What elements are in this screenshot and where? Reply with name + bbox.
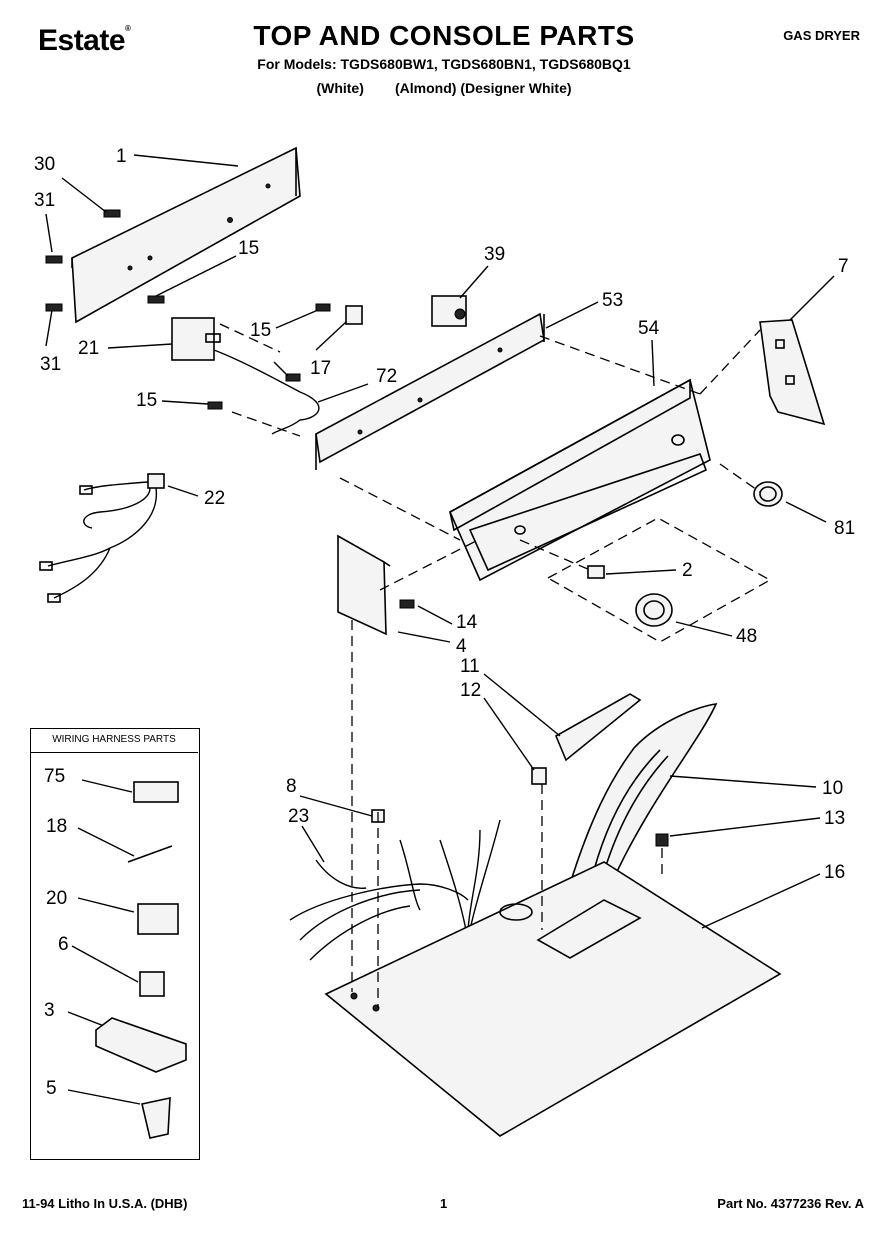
page-number: 1 [440, 1196, 448, 1211]
callout-30: 30 [34, 154, 55, 175]
callout-48: 48 [736, 626, 757, 647]
legend-callout-18: 18 [46, 816, 67, 837]
callout-4: 4 [456, 636, 467, 657]
legend-callout-5: 5 [46, 1078, 57, 1099]
part-lint-screen [568, 703, 718, 885]
callout-72: 72 [376, 366, 397, 387]
part-timer [171, 317, 320, 435]
part-frame [554, 693, 642, 762]
legend-callout-6: 6 [58, 934, 69, 955]
callout-7: 7 [838, 256, 849, 277]
product-type: GAS DRYER [783, 28, 860, 43]
callout-31-lower: 31 [40, 354, 61, 375]
wiring-harness-legend [30, 728, 200, 1160]
callout-31-upper: 31 [34, 190, 55, 211]
part-number: Part No. 4377236 Rev. A [717, 1196, 864, 1211]
part-screws-15 [207, 303, 331, 410]
part-end-cap [759, 319, 826, 426]
callout-11: 11 [460, 656, 480, 677]
part-console-bracket [315, 312, 545, 470]
assembly-guide-lines [219, 323, 761, 1008]
callout-numbers: 1 30 31 31 15 15 15 21 17 72 39 53 7 54 … [34, 146, 855, 1099]
callout-15-b: 15 [250, 320, 271, 341]
callout-17: 17 [310, 358, 331, 379]
callout-14: 14 [456, 612, 478, 633]
legend-callout-20: 20 [46, 888, 67, 909]
callout-2: 2 [682, 560, 693, 581]
brand-name: Estate [38, 24, 126, 57]
print-info: 11-94 Litho In U.S.A. (DHB) [22, 1196, 188, 1211]
legend-part-drawings [95, 781, 187, 1139]
callout-53: 53 [602, 290, 623, 311]
part-clip [345, 305, 363, 325]
callout-15-c: 15 [136, 390, 157, 411]
callout-39: 39 [484, 244, 505, 265]
callout-10: 10 [822, 778, 843, 799]
registered-mark: ® [125, 24, 131, 33]
model-list: For Models: TGDS680BW1, TGDS680BN1, TGDS… [257, 56, 631, 72]
part-dial [546, 517, 772, 643]
part-12 [531, 767, 547, 785]
part-wiring-harness [39, 473, 165, 603]
legend-callout-3: 3 [44, 1000, 55, 1021]
part-screw-13 [655, 833, 669, 847]
callout-leaders [45, 154, 835, 1105]
part-knob [753, 481, 783, 507]
part-switch [431, 295, 467, 327]
page-title: TOP AND CONSOLE PARTS [253, 20, 635, 51]
legend-title: WIRING HARNESS PARTS [30, 728, 198, 753]
color-variants: (White) (Almond) (Designer White) [316, 80, 572, 96]
callout-16: 16 [824, 862, 845, 883]
legend-callout-75: 75 [44, 766, 65, 787]
callout-13: 13 [824, 808, 845, 829]
callout-12: 12 [460, 680, 481, 701]
callout-1: 1 [116, 146, 127, 167]
callout-21: 21 [78, 338, 99, 359]
part-screws-30-31 [45, 209, 165, 312]
callout-15-a: 15 [238, 238, 259, 259]
part-rear-bracket [71, 146, 301, 324]
part-top-panel [324, 861, 782, 1137]
callout-8: 8 [286, 776, 297, 797]
callout-22: 22 [204, 488, 225, 509]
part-console [448, 378, 711, 582]
part-screw-14 [399, 599, 415, 609]
callout-81: 81 [834, 518, 855, 539]
part-side-panel [337, 534, 391, 636]
brand-logo: Estate® [38, 24, 131, 58]
callout-23: 23 [288, 806, 309, 827]
part-harness-bundle [289, 819, 501, 961]
callout-54: 54 [638, 318, 660, 339]
